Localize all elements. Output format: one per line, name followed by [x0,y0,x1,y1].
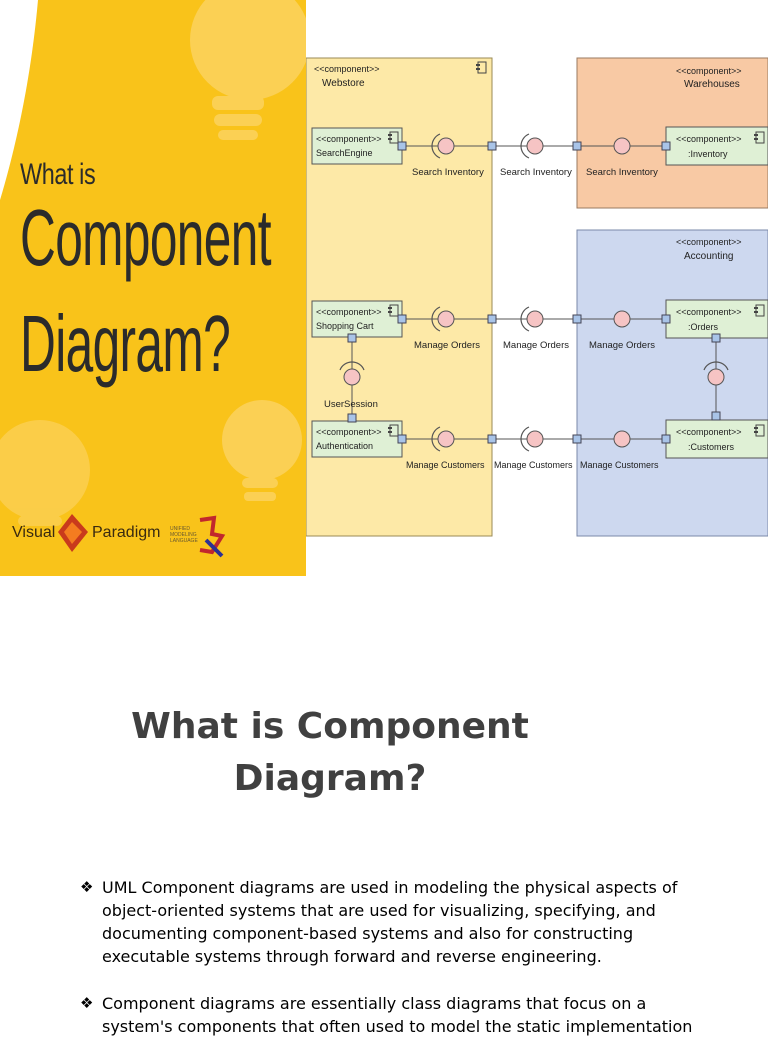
bullet-item: ❖ Component diagrams are essentially cla… [80,992,700,1038]
component-shopping-cart: <<component>> Shopping Cart [311,300,403,338]
component-icon [388,424,399,437]
svg-text:Search Inventory: Search Inventory [412,167,484,178]
lightbulb-icon [190,0,306,140]
svg-text:Search Inventory: Search Inventory [500,167,572,178]
component-icon [754,304,765,317]
slide-title-line-1: What is Component [131,706,529,747]
lightbulb-background [0,0,306,576]
container-accounting: <<component>> Accounting [576,229,768,537]
svg-text:Shopping Cart: Shopping Cart [316,321,374,331]
svg-text:Manage Orders: Manage Orders [589,340,655,351]
svg-text::Orders: :Orders [688,322,719,332]
svg-text:<<component>>: <<component>> [676,134,742,144]
svg-text:Authentication: Authentication [316,441,373,451]
svg-text:Manage Customers: Manage Customers [494,460,573,470]
hero-subtitle: What is [20,158,96,191]
container-label: Accounting [684,251,733,262]
component-search-engine: <<component>> SearchEngine [311,127,403,165]
hero-title-line-2: Diagram? [20,299,231,388]
ports [347,141,721,444]
stereotype-label: <<component>> [314,64,380,74]
component-inventory: <<component>> :Inventory [665,126,768,166]
component-orders: <<component>> :Orders [665,299,768,339]
container-label: Warehouses [684,79,740,90]
bullet-text: Component diagrams are essentially class… [102,994,693,1036]
svg-text:<<component>>: <<component>> [316,307,382,317]
lightbulb-icon [222,400,302,501]
slide-title-line-2: Diagram? [233,758,427,799]
svg-text:<<component>>: <<component>> [676,307,742,317]
brand-visual: Visual [12,524,56,541]
stereotype-label: <<component>> [676,237,742,247]
component-icon [754,131,765,144]
component-icon [388,131,399,144]
stereotype-label: <<component>> [676,66,742,76]
brand-uml-text: UNIFIED MODELING LANGUAGE [170,526,198,544]
bullet-text: UML Component diagrams are used in model… [102,878,678,966]
svg-text:Manage Orders: Manage Orders [503,340,569,351]
component-diagram: <<component>> Webstore <<component>> War… [306,0,768,576]
interface-labels: Search Inventory Search Inventory Search… [324,167,659,470]
banner: What is Component Diagram? Visual Paradi… [0,0,768,576]
brand-paradigm: Paradigm [92,524,161,541]
svg-text:Search Inventory: Search Inventory [586,167,658,178]
bullet-item: ❖ UML Component diagrams are used in mod… [80,876,700,968]
bullet-diamond-icon: ❖ [80,878,94,896]
visual-paradigm-logo-icon [58,514,88,552]
svg-text:<<component>>: <<component>> [316,134,382,144]
bullet-diamond-icon: ❖ [80,994,94,1012]
hero-title-line-1: Component [20,193,271,282]
svg-text:UserSession: UserSession [324,399,378,410]
container-label: Webstore [322,78,365,89]
title-panel: What is Component Diagram? Visual Paradi… [0,0,306,576]
svg-text:<<component>>: <<component>> [676,427,742,437]
svg-text:Manage Orders: Manage Orders [414,340,480,351]
svg-text:SearchEngine: SearchEngine [316,148,373,158]
svg-text:Manage Customers: Manage Customers [580,460,659,470]
interface-sockets [339,133,729,452]
svg-text::Customers: :Customers [688,442,735,452]
uml-logo-icon [199,515,226,558]
component-icon [476,61,487,74]
interfaces [343,137,725,448]
svg-text:<<component>>: <<component>> [316,427,382,437]
svg-text::Inventory: :Inventory [688,149,728,159]
svg-text:Manage Customers: Manage Customers [406,460,485,470]
component-authentication: <<component>> Authentication [311,420,403,458]
component-customers: <<component>> :Customers [665,419,768,459]
lightbulb-icon [0,420,90,526]
component-icon [754,424,765,437]
component-icon [388,304,399,317]
